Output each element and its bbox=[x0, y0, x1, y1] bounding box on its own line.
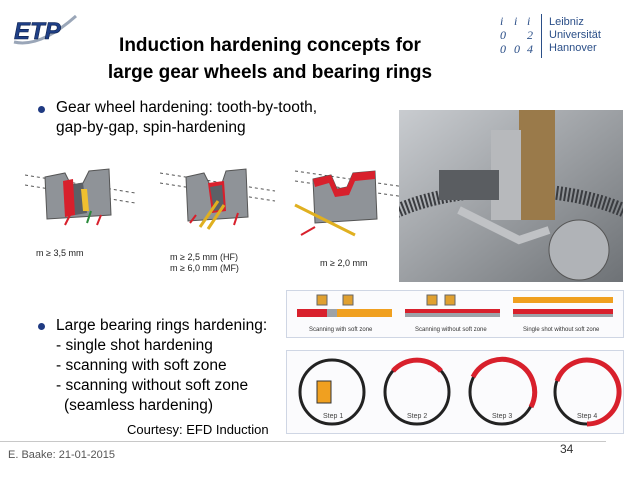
scanning-strips bbox=[297, 294, 613, 317]
title-line-2: large gear wheels and bearing rings bbox=[107, 62, 433, 83]
bullet-dot bbox=[38, 323, 45, 330]
bearing-bullet-line: (seamless hardening) bbox=[64, 397, 214, 414]
spin-hardening-diagram bbox=[294, 170, 406, 237]
etp-logo: ETP bbox=[10, 12, 82, 50]
footer-author-date: E. Baake: 21-01-2015 bbox=[8, 449, 116, 461]
bearing-bullet-line: - scanning with soft zone bbox=[56, 357, 227, 374]
logo-glyph: 4 bbox=[527, 42, 533, 56]
gear-bullet-text: Gear wheel hardening: tooth-by-tooth, ga… bbox=[56, 98, 317, 138]
title-line-1: Induction hardening concepts for bbox=[119, 35, 421, 56]
logo-glyph: 0 bbox=[500, 42, 506, 56]
footer-divider bbox=[0, 441, 606, 442]
scan-label-3: Single shot without soft zone bbox=[523, 327, 600, 333]
university-name-line: Hannover bbox=[549, 42, 597, 54]
university-name-line: Universität bbox=[549, 29, 601, 41]
bearing-bullet-text: Large bearing rings hardening: - single … bbox=[56, 316, 267, 416]
page-number: 34 bbox=[560, 442, 574, 456]
scan-label-1: Scanning with soft zone bbox=[309, 327, 373, 333]
scan-label-2: Scanning without soft zone bbox=[415, 327, 487, 333]
step-label-2: Step 2 bbox=[407, 413, 428, 420]
university-logo: i i i 0 2 0 0 4 Leibniz Universität Hann… bbox=[497, 14, 627, 60]
induction-machine-photo bbox=[344, 110, 638, 337]
logo-glyph: 0 bbox=[500, 28, 506, 42]
bearing-scanning-panel: Scanning with soft zone Scanning without… bbox=[286, 290, 624, 338]
logo-glyph: 0 bbox=[514, 42, 520, 56]
gap-by-gap-diagram bbox=[160, 168, 276, 230]
logo-glyph: i bbox=[527, 14, 531, 28]
bearing-bullet-line: - single shot hardening bbox=[56, 337, 213, 354]
bearing-steps-panel: Step 1 Step 2 Step 3 Step 4 bbox=[286, 350, 624, 434]
bearing-bullet-line: - scanning without soft zone bbox=[56, 377, 249, 394]
step-label-3: Step 3 bbox=[492, 413, 513, 420]
ring-steps bbox=[298, 356, 622, 427]
logo-glyph: i bbox=[514, 14, 518, 28]
bearing-bullet-line: Large bearing rings hardening: bbox=[56, 317, 268, 334]
step-label-4: Step 4 bbox=[577, 413, 598, 420]
gap-caption-line-1: m ≥ 2,5 mm (HF) bbox=[170, 252, 238, 262]
slide-title: Induction hardening concepts for large g… bbox=[60, 32, 480, 86]
step-label-1: Step 1 bbox=[323, 413, 344, 420]
logo-glyph: i bbox=[500, 14, 504, 28]
logo-glyph: 2 bbox=[527, 28, 533, 42]
gear-bullet-line: Gear wheel hardening: tooth-by-tooth, bbox=[56, 99, 318, 116]
university-name-line: Leibniz bbox=[549, 16, 584, 28]
courtesy-note: Courtesy: EFD Induction bbox=[127, 422, 269, 437]
tooth-by-tooth-diagram bbox=[25, 168, 136, 226]
university-logo-mark: i i i 0 2 0 0 4 bbox=[497, 14, 542, 58]
scan-strip-no-soft-zone bbox=[405, 294, 500, 317]
scan-strip-soft-zone bbox=[297, 294, 392, 317]
tooth-caption: m ≥ 3,5 mm bbox=[36, 248, 84, 258]
spin-caption: m ≥ 2,0 mm bbox=[320, 258, 368, 268]
gear-bullet-line: gap-by-gap, spin-hardening bbox=[56, 119, 246, 136]
etp-logo-text: ETP bbox=[14, 18, 62, 45]
bullet-dot bbox=[38, 106, 45, 113]
university-name: Leibniz Universität Hannover bbox=[549, 16, 601, 55]
gap-caption-line-2: m ≥ 6,0 mm (MF) bbox=[170, 263, 239, 273]
scan-strip-single-shot bbox=[513, 297, 613, 317]
